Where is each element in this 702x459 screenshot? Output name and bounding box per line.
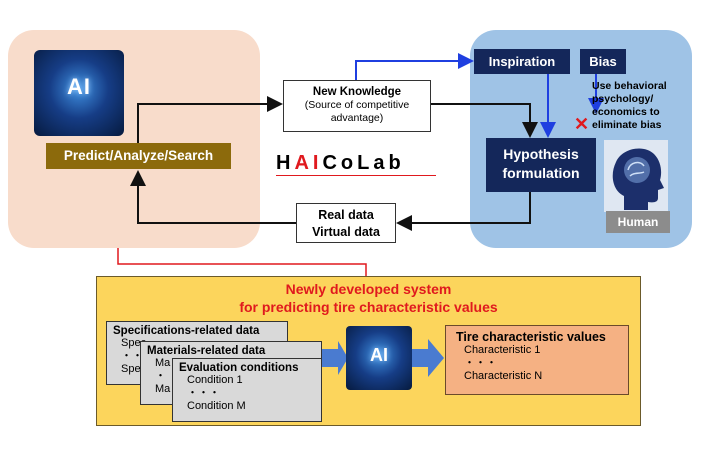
spec-dots: ・・ [121, 350, 143, 362]
haicolab-logo: HAICoLab [276, 152, 405, 175]
ai-model-image: AI [346, 326, 412, 390]
ai-logo-text: AI [67, 74, 91, 99]
inspiration-box: Inspiration [474, 49, 570, 74]
eval-item-1: Condition 1 [187, 374, 243, 386]
block-arrow-to-tire [412, 339, 444, 377]
hypothesis-line-1: Hypothesis [503, 146, 579, 162]
virtual-data-label: Virtual data [312, 225, 380, 239]
arrow-knowledge-to-hypothesis [431, 103, 538, 138]
tire-characteristics-box: Tire characteristic values Characteristi… [445, 325, 629, 395]
system-title: Newly developed system for predicting ti… [96, 280, 641, 316]
new-knowledge-title: New Knowledge [312, 86, 402, 98]
brand-h: H [276, 152, 295, 174]
behavioral-note: Use behavioral psychology/ economics to … [592, 80, 692, 132]
brand-underline [276, 175, 436, 176]
real-data-label: Real data [318, 208, 374, 222]
tire-box-title: Tire characteristic values [456, 330, 606, 344]
bias-box: Bias [580, 49, 626, 74]
behavior-line-4: eliminate bias [592, 119, 662, 131]
eval-item-2: Condition M [187, 400, 246, 412]
predict-analyze-search-label: Predict/Analyze/Search [46, 143, 231, 169]
eval-card-title: Evaluation conditions [179, 362, 299, 374]
arrow-data-to-predict [130, 170, 296, 224]
behavior-line-1: Use behavioral [592, 80, 667, 92]
materials-item-2: Ma [155, 383, 171, 395]
materials-item-1: Ma [155, 357, 171, 369]
hypothesis-formulation-box: Hypothesis formulation [486, 138, 596, 192]
cross-icon: ✕ [574, 114, 590, 134]
system-title-line-2: for predicting tire characteristic value… [239, 299, 498, 315]
hypothesis-line-2: formulation [502, 165, 580, 181]
new-knowledge-box: New Knowledge (Source of competitive adv… [283, 80, 431, 132]
block-arrow-to-ai [322, 341, 348, 375]
spec-item-1: Spec [121, 337, 147, 349]
arrow-knowledge-to-inspiration [355, 53, 474, 80]
brand-ai: AI [294, 152, 323, 174]
new-knowledge-sub2: advantage) [330, 112, 384, 124]
human-head-icon [604, 140, 668, 212]
arrow-predict-to-knowledge [137, 96, 283, 143]
red-link-line [117, 248, 367, 276]
tire-item-1: Characteristic 1 [464, 344, 541, 356]
ai-brain-image: AI [34, 50, 124, 136]
spec-item-2: Spec [121, 363, 147, 375]
real-virtual-data-box: Real data Virtual data [296, 203, 396, 243]
materials-dots: ・ [155, 370, 166, 382]
behavior-line-2: psychology/ [592, 93, 654, 105]
system-title-line-1: Newly developed system [285, 281, 452, 297]
arrow-hypothesis-to-data [396, 192, 531, 231]
human-label: Human [606, 211, 670, 233]
behavior-line-3: economics to [592, 106, 660, 118]
materials-card-title: Materials-related data [147, 345, 266, 357]
eval-dots: ・・・ [187, 387, 220, 399]
ai-model-logo-text: AI [370, 345, 388, 365]
tire-item-2: Characteristic N [464, 370, 543, 382]
tire-dots: ・・・ [464, 357, 497, 369]
brand-colab: CoLab [322, 152, 405, 174]
new-knowledge-sub1: (Source of competitive [304, 99, 410, 111]
spec-card-title: Specifications-related data [113, 325, 260, 337]
evaluation-conditions-card: Evaluation conditions Condition 1 ・・・ Co… [172, 358, 322, 422]
